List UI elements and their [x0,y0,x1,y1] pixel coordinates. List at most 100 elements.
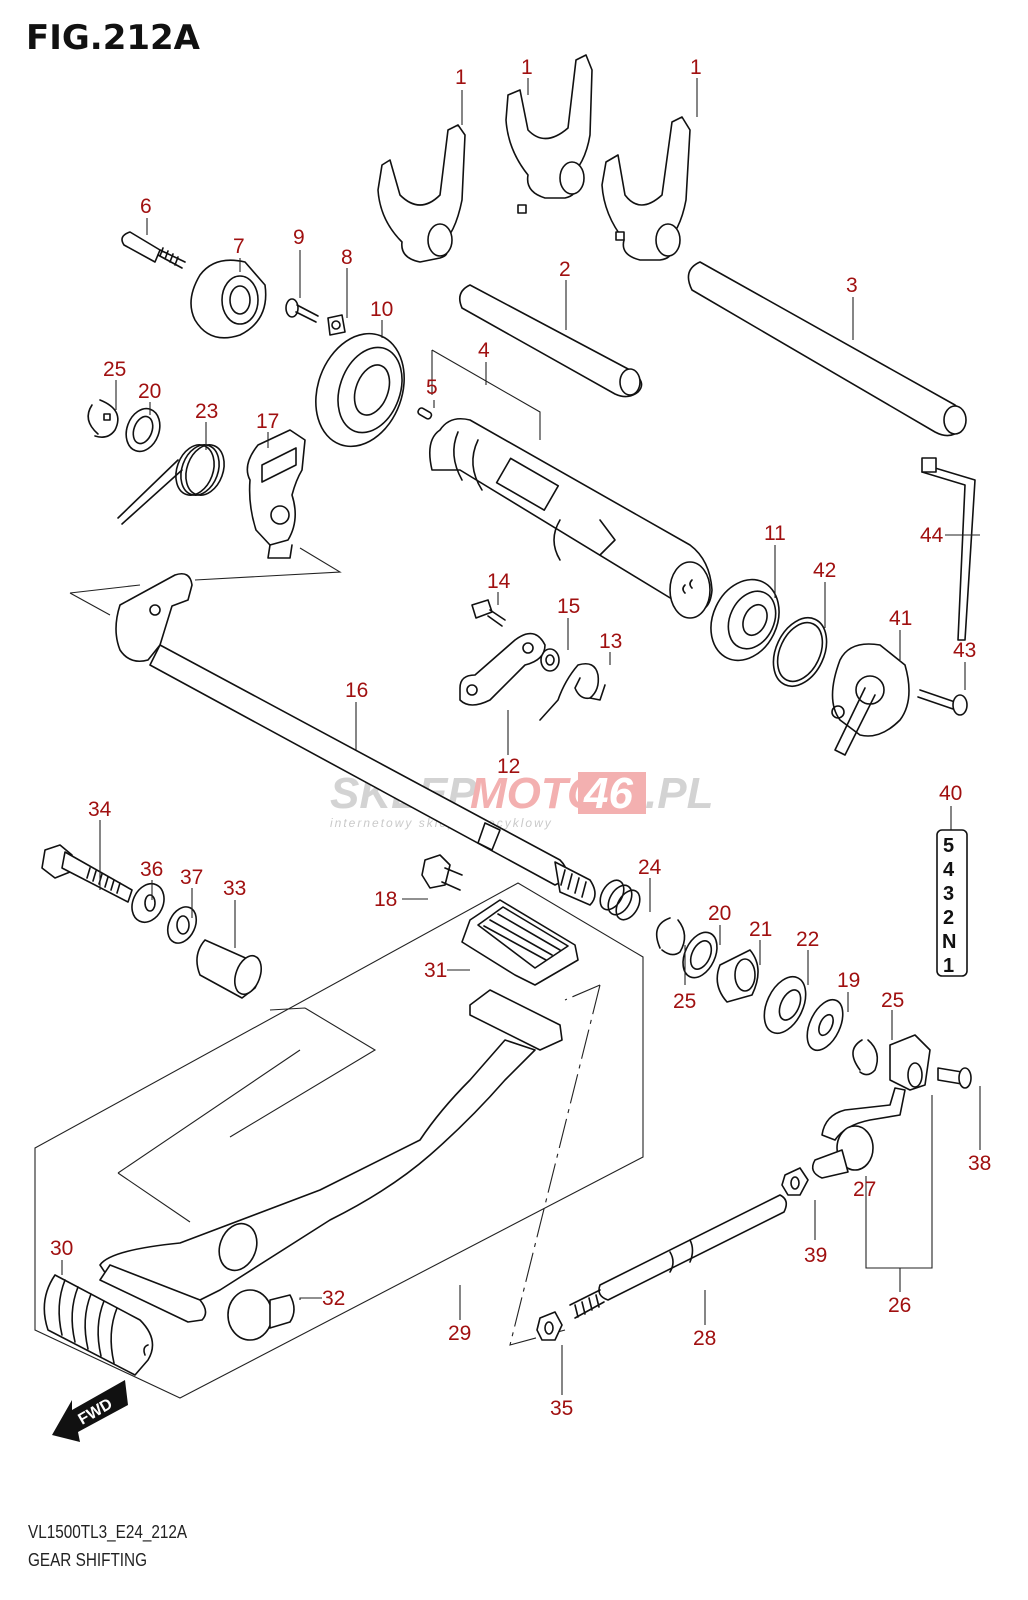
spring-13[interactable] [539,662,606,721]
callout-37[interactable]: 37 [180,866,203,889]
callout-12[interactable]: 12 [497,755,520,778]
callout-25[interactable]: 25 [103,358,126,381]
bolt-34[interactable] [41,844,133,903]
shift-plate-17[interactable] [246,429,306,559]
callout-11[interactable]: 11 [764,522,786,545]
callout-39[interactable]: 39 [804,1244,827,1267]
needle-bearing-21[interactable] [716,949,759,1003]
lead-wire-44[interactable] [921,457,976,641]
callout-10[interactable]: 10 [370,298,393,321]
callout-1[interactable]: 1 [521,56,533,79]
callout-22[interactable]: 22 [796,928,819,951]
washer-20b[interactable] [676,927,723,983]
callout-20[interactable]: 20 [708,902,731,925]
gear-position-switch-41[interactable] [831,643,910,756]
circlip-25a[interactable] [87,399,119,438]
callout-32[interactable]: 32 [322,1287,345,1310]
callout-41[interactable]: 41 [889,607,912,630]
circlip-25b[interactable] [655,917,686,956]
callout-3[interactable]: 3 [846,274,858,297]
gear-pos-2: 2 [943,907,954,929]
callout-38[interactable]: 38 [968,1152,991,1175]
callout-1[interactable]: 1 [690,56,702,79]
callout-2[interactable]: 2 [559,258,571,281]
model-code: VL1500TL3_E24_212A [28,1522,188,1542]
callout-14[interactable]: 14 [487,570,511,593]
callout-23[interactable]: 23 [195,400,218,423]
bearing-10[interactable] [301,321,420,459]
nut-39[interactable] [781,1167,809,1196]
callout-31[interactable]: 31 [424,959,447,982]
callout-15[interactable]: 15 [557,595,580,618]
shift-lever-pedal[interactable] [99,989,563,1323]
pin-5[interactable] [417,407,433,420]
callout-1[interactable]: 1 [455,66,467,89]
callout-27[interactable]: 27 [853,1178,876,1201]
stopper-7[interactable] [190,259,267,339]
callout-26[interactable]: 26 [888,1294,911,1317]
circlip-25c[interactable] [852,1039,879,1076]
callout-7[interactable]: 7 [233,235,245,258]
callout-25[interactable]: 25 [881,989,904,1012]
shift-fork-1c[interactable] [601,116,691,261]
pivot-32[interactable] [227,1289,295,1341]
footrest-rubber-30[interactable] [43,1274,154,1376]
callout-30[interactable]: 30 [50,1237,73,1260]
callout-42[interactable]: 42 [813,559,836,582]
washer-37[interactable] [162,902,202,947]
callout-28[interactable]: 28 [693,1327,716,1350]
oil-seal-22[interactable] [756,970,814,1040]
spring-24[interactable] [595,876,644,924]
washer-8[interactable] [327,314,346,336]
bolt-14[interactable] [471,599,506,627]
shift-fork-1a[interactable] [377,124,466,263]
callout-36[interactable]: 36 [140,858,163,881]
fork-shaft-3[interactable] [687,261,967,437]
callout-21[interactable]: 21 [749,918,772,941]
shift-fork-1b[interactable] [505,54,593,214]
screw-9[interactable] [285,298,319,323]
callout-5[interactable]: 5 [426,376,438,399]
figure-subtitle: GEAR SHIFTING [28,1550,148,1570]
bolt-6[interactable] [121,231,186,269]
bolt-43[interactable] [917,689,968,716]
pedal-rubber-31[interactable] [461,899,579,986]
rod-28[interactable] [569,1194,788,1319]
callout-17[interactable]: 17 [256,410,279,433]
callout-35[interactable]: 35 [550,1397,573,1420]
callout-4[interactable]: 4 [478,339,490,362]
callout-24[interactable]: 24 [638,856,662,879]
callout-25[interactable]: 25 [673,990,696,1013]
callout-16[interactable]: 16 [345,679,368,702]
callout-18[interactable]: 18 [374,888,397,911]
callout-19[interactable]: 19 [837,969,860,992]
callout-8[interactable]: 8 [341,246,353,269]
callout-43[interactable]: 43 [953,639,976,662]
callout-40[interactable]: 40 [939,782,962,805]
callout-9[interactable]: 9 [293,226,305,249]
joint-27[interactable] [811,1125,874,1179]
shift-lever-26[interactable] [821,1034,931,1141]
nut-35[interactable] [536,1311,563,1341]
gearshift-shaft-16[interactable] [115,572,596,906]
gearshift-cam-drum-4[interactable] [429,417,713,619]
washer-36[interactable] [126,879,170,928]
spacer-33[interactable] [196,939,266,999]
washer-20a[interactable] [120,404,165,456]
bolt-18[interactable] [421,854,463,891]
o-ring-42[interactable] [763,609,837,695]
callout-13[interactable]: 13 [599,630,622,653]
bolt-38[interactable] [937,1067,972,1089]
bearing-11[interactable] [698,568,792,671]
callout-33[interactable]: 33 [223,877,246,900]
fork-shaft-2[interactable] [459,284,643,398]
callout-44[interactable]: 44 [920,524,944,547]
callout-29[interactable]: 29 [448,1322,471,1345]
washer-19[interactable] [800,994,850,1056]
pawl-arm-12[interactable] [459,632,546,706]
torsion-spring-23[interactable] [117,439,231,525]
callout-20[interactable]: 20 [138,380,161,403]
washer-15[interactable] [540,648,560,672]
callout-6[interactable]: 6 [140,195,152,218]
callout-34[interactable]: 34 [88,798,112,821]
